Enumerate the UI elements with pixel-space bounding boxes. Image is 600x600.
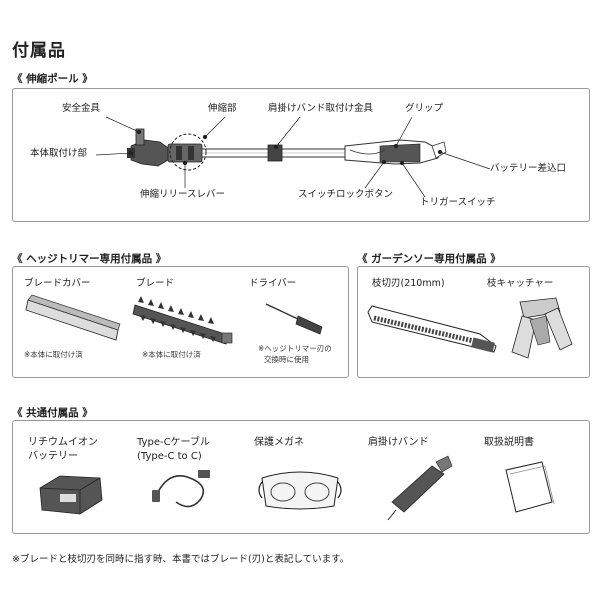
item-driver-note-2: 交換時に使用	[264, 355, 309, 364]
callout-strap-mount: 肩掛けバンド取付け金具	[268, 103, 373, 114]
pole-section-label: 《 伸縮ポール 》	[12, 73, 93, 85]
saw-section-label: 《 ガーデンソー専用付属品 》	[357, 253, 501, 265]
item-cable-label-2: (Type-C to C)	[137, 451, 202, 462]
item-manual-label: 取扱説明書	[484, 437, 534, 448]
callout-grip: グリップ	[405, 103, 444, 114]
item-blade-cover-note: ※本体に取付け済	[24, 350, 83, 359]
callout-release-lever: 伸縮リリースレバー	[140, 189, 226, 200]
item-blade-note: ※本体に取付け済	[142, 350, 201, 359]
item-branch-catcher-label: 枝キャッチャー	[487, 278, 554, 289]
page-title: 付属品	[12, 41, 66, 61]
item-battery-label-2: バッテリー	[28, 451, 78, 462]
item-blade-cover-label: ブレードカバー	[24, 278, 91, 289]
callout-body-mount: 本体取付け部	[30, 148, 88, 159]
item-cable-label-1: Type-Cケーブル	[137, 437, 210, 448]
item-battery-label-1: リチウムイオン	[28, 437, 98, 448]
callout-switch-lock: スイッチロックボタン	[298, 189, 394, 200]
callout-safety-bracket: 安全金具	[62, 103, 101, 114]
telescopic-pole-illustration	[95, 116, 491, 198]
common-section-label: 《 共通付属品 》	[12, 407, 93, 419]
hedge-section-label: 《 ヘッジトリマー専用付属品 》	[12, 253, 167, 265]
footnote: ※ブレードと枝切刃を同時に指す時、本書ではブレード(刃)と表記しています。	[12, 554, 350, 565]
callout-telescopic-part: 伸縮部	[208, 103, 237, 114]
item-driver-note-1: ※ヘッジトリマー刃の	[258, 344, 332, 353]
item-blade-label: ブレード	[136, 278, 175, 289]
callout-battery-slot: バッテリー差込口	[490, 163, 567, 174]
callout-trigger-switch: トリガースイッチ	[420, 197, 496, 208]
item-driver-label: ドライバー	[249, 278, 297, 289]
item-strap-label: 肩掛けバンド	[368, 437, 429, 448]
item-saw-blade-label: 枝切刃(210mm)	[372, 278, 445, 289]
item-goggles-label: 保護メガネ	[254, 437, 304, 448]
